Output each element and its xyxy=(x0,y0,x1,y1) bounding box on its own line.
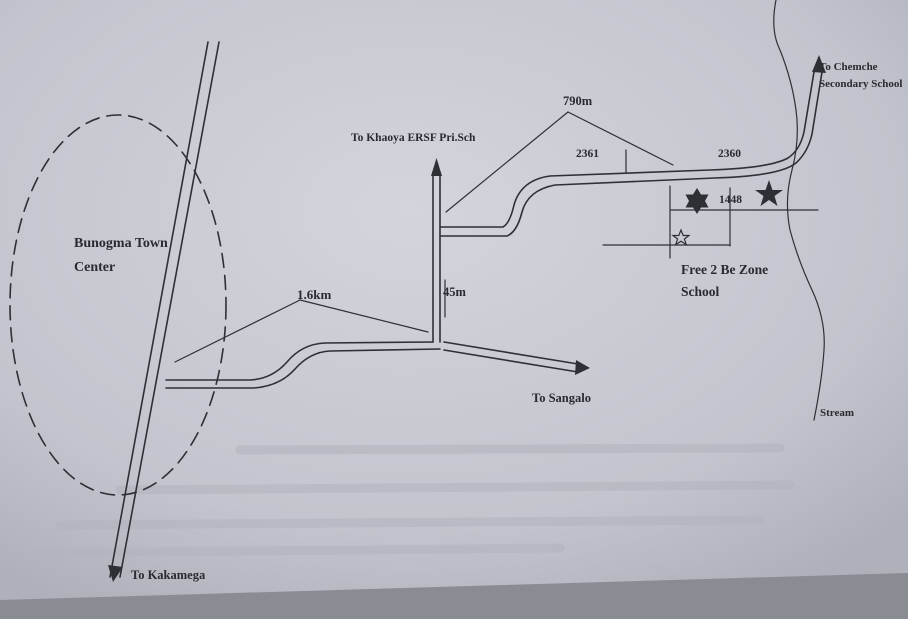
to-chemche-label-line2: Secondary School xyxy=(819,78,902,90)
town-center-label-line1: Bunogma Town xyxy=(74,236,168,251)
arrow-down-icon xyxy=(108,565,123,582)
stream-label: Stream xyxy=(820,407,854,419)
arrow-up-icon xyxy=(431,158,442,176)
to-kakamega-label: To Kakamega xyxy=(131,568,206,582)
road-town-to-junction xyxy=(165,341,441,389)
plot-number-2360: 2360 xyxy=(718,148,741,160)
plot-number-2361: 2361 xyxy=(576,148,599,160)
khaoya-road xyxy=(432,171,441,343)
arrow-right-icon xyxy=(575,360,590,375)
plot-number-1448: 1448 xyxy=(719,194,742,206)
bleed-through-text xyxy=(35,443,795,558)
map-labels: Bunogma Town Center To Kakamega To Khaoy… xyxy=(74,61,902,582)
distance-45m-label: 45m xyxy=(443,285,467,299)
school-label-line1: Free 2 Be Zone xyxy=(681,262,768,277)
town-center-boundary xyxy=(9,114,227,496)
paper-sheet xyxy=(0,0,908,600)
kakamega-road xyxy=(109,41,220,578)
to-chemche-label-line1: To Chemche xyxy=(819,61,878,73)
chemche-road xyxy=(439,71,823,237)
six-point-star-icon xyxy=(685,188,709,214)
arrow-up-icon xyxy=(812,55,826,73)
to-khaoya-label: To Khaoya ERSF Pri.Sch xyxy=(351,132,476,144)
stream-line xyxy=(773,0,825,421)
distance-790m-label: 790m xyxy=(563,94,593,108)
to-sangalo-label: To Sangalo xyxy=(532,391,591,405)
distance-1-6km-label: 1.6km xyxy=(297,287,331,302)
school-label-line2: School xyxy=(681,284,720,299)
town-center-label-line2: Center xyxy=(74,260,115,275)
distance-leader-lines xyxy=(174,111,674,363)
outline-star-icon xyxy=(671,228,691,246)
sangalo-road xyxy=(443,341,579,373)
star-icon xyxy=(755,180,783,206)
